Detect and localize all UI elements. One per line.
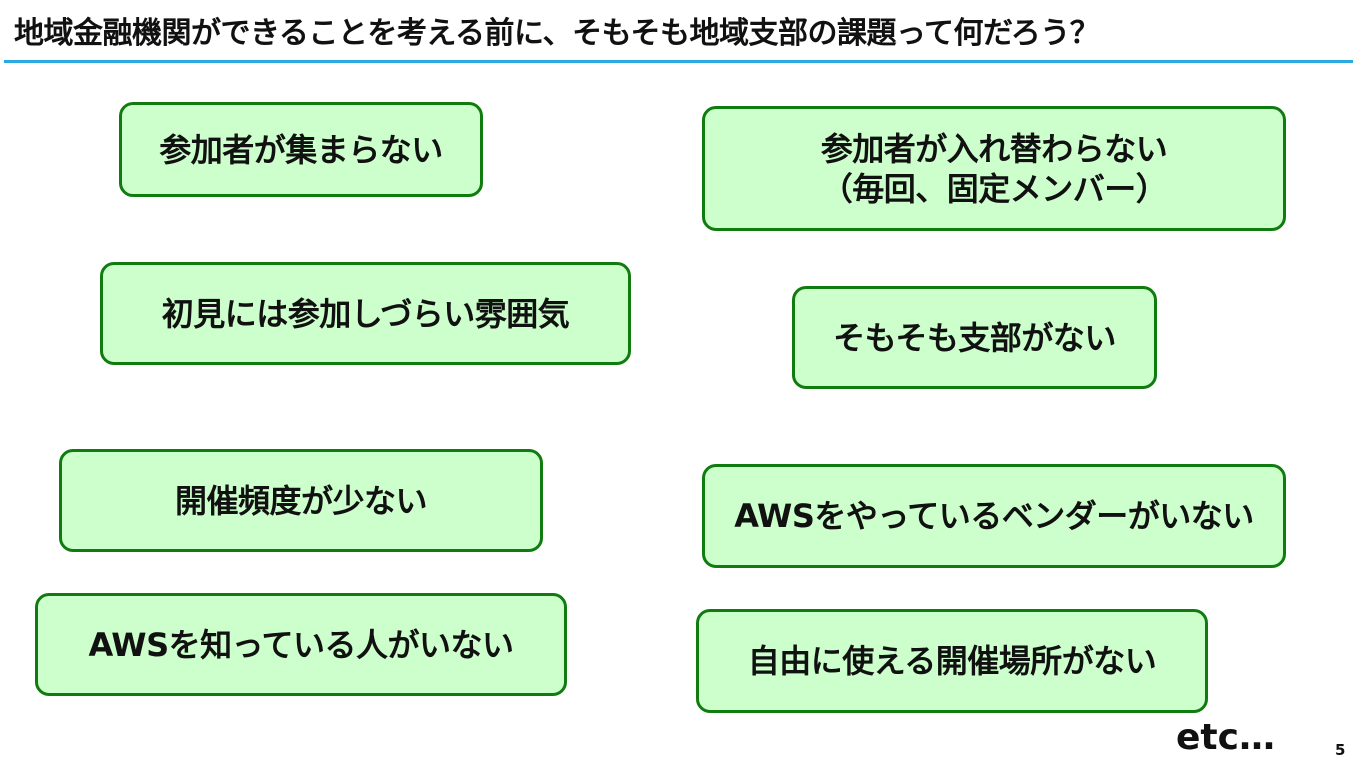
issue-box-members-fixed: 参加者が入れ替わらない （毎回、固定メンバー） [702,106,1286,231]
title-underline [4,60,1353,63]
issue-box-low-frequency: 開催頻度が少ない [59,449,543,552]
issue-box-no-aws-vendor: AWSをやっているベンダーがいない [702,464,1286,568]
etc-label: etc… [1176,717,1275,758]
issue-box-hard-to-join: 初見には参加しづらい雰囲気 [100,262,631,365]
slide-title: 地域金融機関ができることを考える前に、そもそも地域支部の課題って何だろう？ [14,16,1100,51]
issue-box-participants-few: 参加者が集まらない [119,102,483,197]
page-number: 5 [1335,741,1346,759]
issue-box-no-branch: そもそも支部がない [792,286,1157,389]
issue-box-no-venue: 自由に使える開催場所がない [696,609,1208,713]
issue-box-no-aws-people: AWSを知っている人がいない [35,593,567,696]
